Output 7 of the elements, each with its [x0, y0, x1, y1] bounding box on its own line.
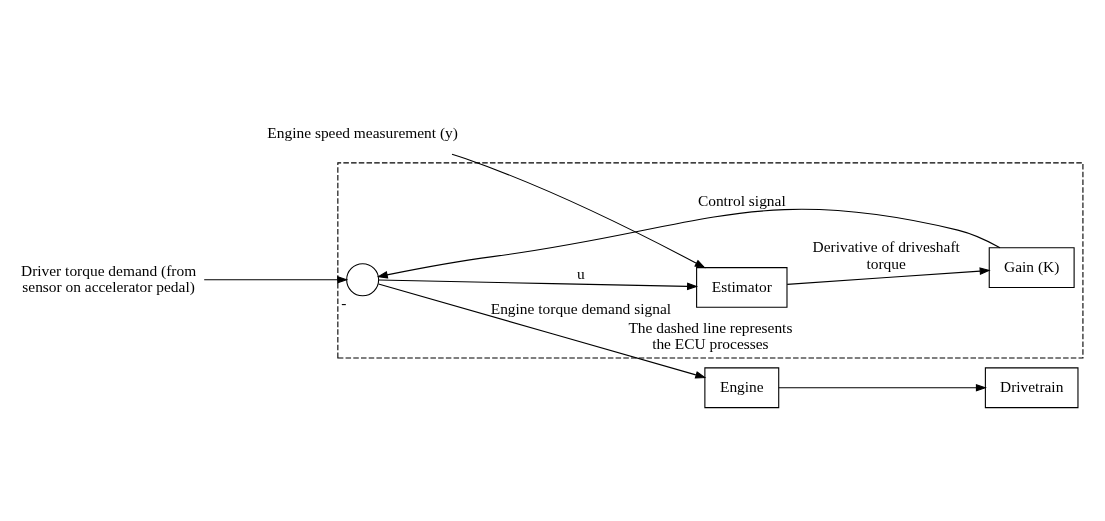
edge-label: Derivative of driveshaft torque [812, 237, 960, 272]
node-label: - [341, 293, 347, 311]
node-text: Engine speed measurement (y) [267, 123, 458, 141]
edge-label: Control signal [697, 191, 786, 209]
edge-label: Engine torque demand signal [490, 299, 672, 317]
edge-label: u [577, 264, 585, 282]
node-text: Driver torque demand (from sensor on accelerator pedal) [21, 261, 197, 295]
